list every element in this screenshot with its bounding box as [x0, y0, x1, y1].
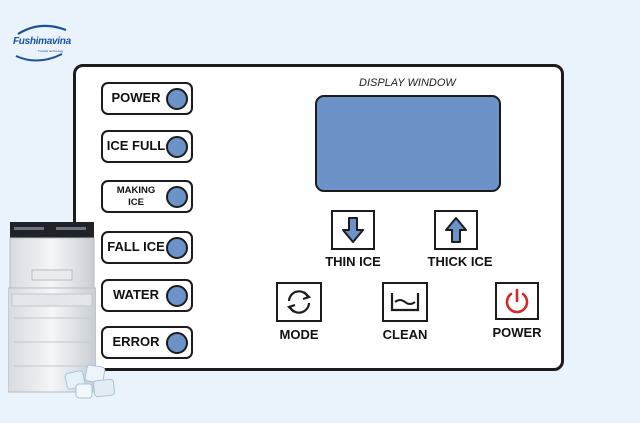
thin-ice-label: THIN ICE: [325, 254, 381, 269]
mode-label: MODE: [279, 327, 319, 342]
display-window-label: DISPLAY WINDOW: [359, 77, 456, 89]
basin-icon[interactable]: [382, 282, 428, 322]
indicator-led-icon: [166, 332, 188, 354]
arrow-down-icon[interactable]: [331, 210, 375, 250]
indicator-led-icon: [166, 136, 188, 158]
indicator-led-icon: [166, 285, 188, 307]
indicator-label: ICE FULL: [106, 138, 166, 154]
display-window: [315, 95, 501, 192]
indicator-label: MAKING ICE: [116, 184, 156, 208]
indicator-label: ERROR: [112, 334, 160, 350]
indicator-ice-full[interactable]: ICE FULL: [101, 130, 193, 163]
logo-name: Fushimavina: [13, 36, 71, 47]
power-icon[interactable]: [495, 282, 539, 320]
logo-tagline: Trusted technology: [38, 49, 64, 53]
indicator-led-icon: [166, 237, 188, 259]
brand-logo: Fushimavina Trusted technology: [10, 22, 72, 64]
clean-label: CLEAN: [382, 327, 428, 342]
indicator-led-icon: [166, 186, 188, 208]
indicator-fall-ice[interactable]: FALL ICE: [101, 231, 193, 264]
control-panel: POWER ICE FULL MAKING ICE FALL ICE WATER…: [73, 64, 564, 371]
indicator-label: WATER: [113, 287, 159, 303]
cycle-icon[interactable]: [276, 282, 322, 322]
ice-machine-image: [8, 222, 96, 393]
indicator-label: POWER: [111, 90, 161, 106]
power-label: POWER: [492, 325, 542, 340]
arrow-up-icon[interactable]: [434, 210, 478, 250]
thick-ice-label: THICK ICE: [427, 254, 493, 269]
indicator-power[interactable]: POWER: [101, 82, 193, 115]
indicator-making-ice[interactable]: MAKING ICE: [101, 180, 193, 213]
indicator-error[interactable]: ERROR: [101, 326, 193, 359]
ice-cubes-image: [64, 364, 115, 399]
logo-swoosh-icon: [15, 24, 67, 62]
indicator-led-icon: [166, 88, 188, 110]
indicator-label: FALL ICE: [107, 239, 165, 255]
indicator-water[interactable]: WATER: [101, 279, 193, 312]
